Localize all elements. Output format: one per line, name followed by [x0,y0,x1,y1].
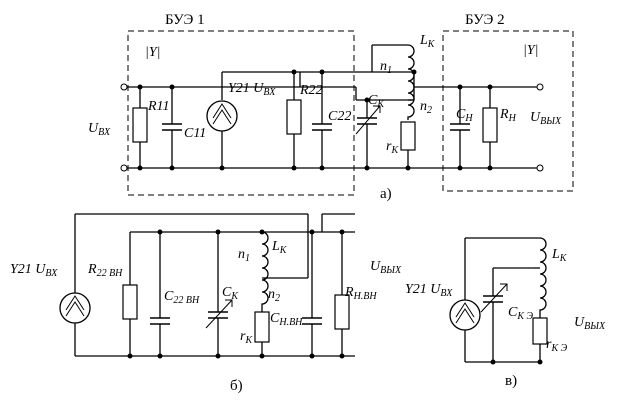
caption-a: а) [380,186,392,202]
bue1-box [127,30,355,196]
current-source-a [206,100,238,132]
output-terminal-top-a [536,83,544,91]
input-voltage-label: UВХ [88,121,111,138]
ck-label-a: CК [368,93,385,110]
rn-label-a: RН [499,107,517,124]
rk-label-b: rК [240,329,253,346]
y21-label-b: Y21 UВХ [10,262,58,279]
inductor-lk-b [261,231,269,312]
n1-label-b: n1 [238,247,250,264]
current-source-c [449,299,481,331]
circuit-c: Y21 UВХ CК Э LК rК Э UВЫХ в) [405,237,606,389]
lk-label-a: LК [419,33,436,50]
inductor-lk-a [372,44,415,120]
circuit-a: БУЭ 1 БУЭ 2 |Y| |Y| UВХ R11 C11 [88,12,574,202]
n2-label-a: n2 [420,99,432,116]
circuit-b: Y21 UВХ R22 ВН C22 ВН CК LК n1 n2 [10,213,402,394]
resistor-r22-vn [122,284,138,320]
resistor-rn-a [482,107,498,143]
c22-label: C22 [328,109,351,124]
resistor-rk-c [532,317,548,345]
input-terminal-bottom [120,164,128,172]
output-voltage-label-c: UВЫХ [574,315,606,332]
r22-vn-label: R22 ВН [87,262,123,279]
lk-label-c: LК [551,247,568,264]
bue2-box [442,30,574,192]
caption-c: в) [505,373,517,389]
ck-label-c: CК Э [508,305,533,322]
cn-label-a: CН [456,107,473,124]
admittance-label-2: |Y| [523,43,538,58]
lk-label-b: LК [271,239,288,256]
rk-label-c: rК Э [546,337,568,354]
y21-label-c: Y21 UВХ [405,282,453,299]
r11-label: R11 [147,99,170,114]
resistor-rk-a [400,121,416,151]
rk-label-a: rК [386,139,399,156]
input-terminal-top [120,83,128,91]
bue2-title: БУЭ 2 [465,12,505,28]
admittance-label-1: |Y| [145,45,160,60]
c11-label: C11 [184,126,206,141]
output-voltage-label-b: UВЫХ [370,259,402,276]
output-voltage-label-a: UВЫХ [530,110,562,127]
caption-b: б) [230,378,243,394]
resistor-rn-vn [334,294,350,330]
output-terminal-bottom-a [536,164,544,172]
current-source-b [59,292,91,324]
n2-label-b: n2 [268,287,280,304]
c22-vn-label: C22 ВН [164,289,200,306]
resistor-r22 [286,99,302,135]
cn-vn-label: CН.ВН [270,311,303,328]
rn-vn-label: RН.ВН [344,285,377,302]
resistor-r11 [132,107,148,143]
n1-label-a: n1 [380,59,392,76]
r22-label: R22 [299,83,323,98]
y21-label-a: Y21 UВХ [228,81,276,98]
resistor-rk-b [254,311,270,343]
inductor-lk-c [539,237,547,318]
bue1-title: БУЭ 1 [165,12,205,28]
ck-label-b: CК [222,285,239,302]
